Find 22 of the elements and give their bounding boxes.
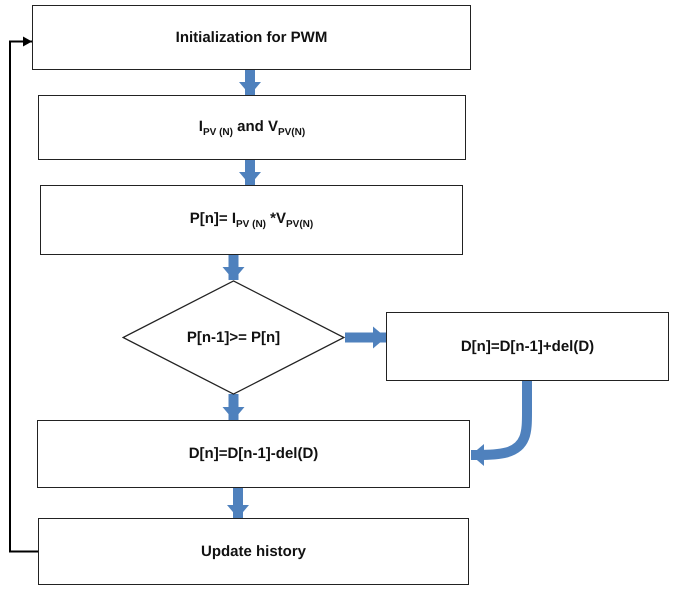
process-box: [40, 185, 463, 255]
arrow: [345, 326, 386, 348]
arrow: [9, 36, 38, 552]
arrow: [222, 255, 244, 280]
process-box: [37, 420, 470, 488]
arrow: [239, 70, 261, 95]
node-label: P[n-1]>= P[n]: [186, 328, 280, 348]
decision-diamond: [122, 280, 345, 395]
process-box: [38, 518, 469, 585]
arrow: [239, 160, 261, 185]
process-box: [38, 95, 466, 160]
arrow: [471, 381, 532, 466]
node-label: D[n]=D[n-1]-del(D): [188, 444, 318, 464]
node-label: P[n]= I$_{PV (N)}$ *V$_{PV(N)}$: [190, 209, 314, 231]
node-label: Update history: [200, 542, 306, 562]
process-box: [386, 312, 669, 381]
arrow: [227, 488, 249, 518]
process-box: [32, 5, 471, 70]
arrow: [222, 394, 244, 420]
node-label: D[n]=D[n-1]+del(D): [460, 336, 594, 356]
node-label: Initialization for PWM: [176, 28, 328, 48]
node-label: I$_{PV (N)}$ and V$_{PV(N)}$: [198, 116, 306, 138]
